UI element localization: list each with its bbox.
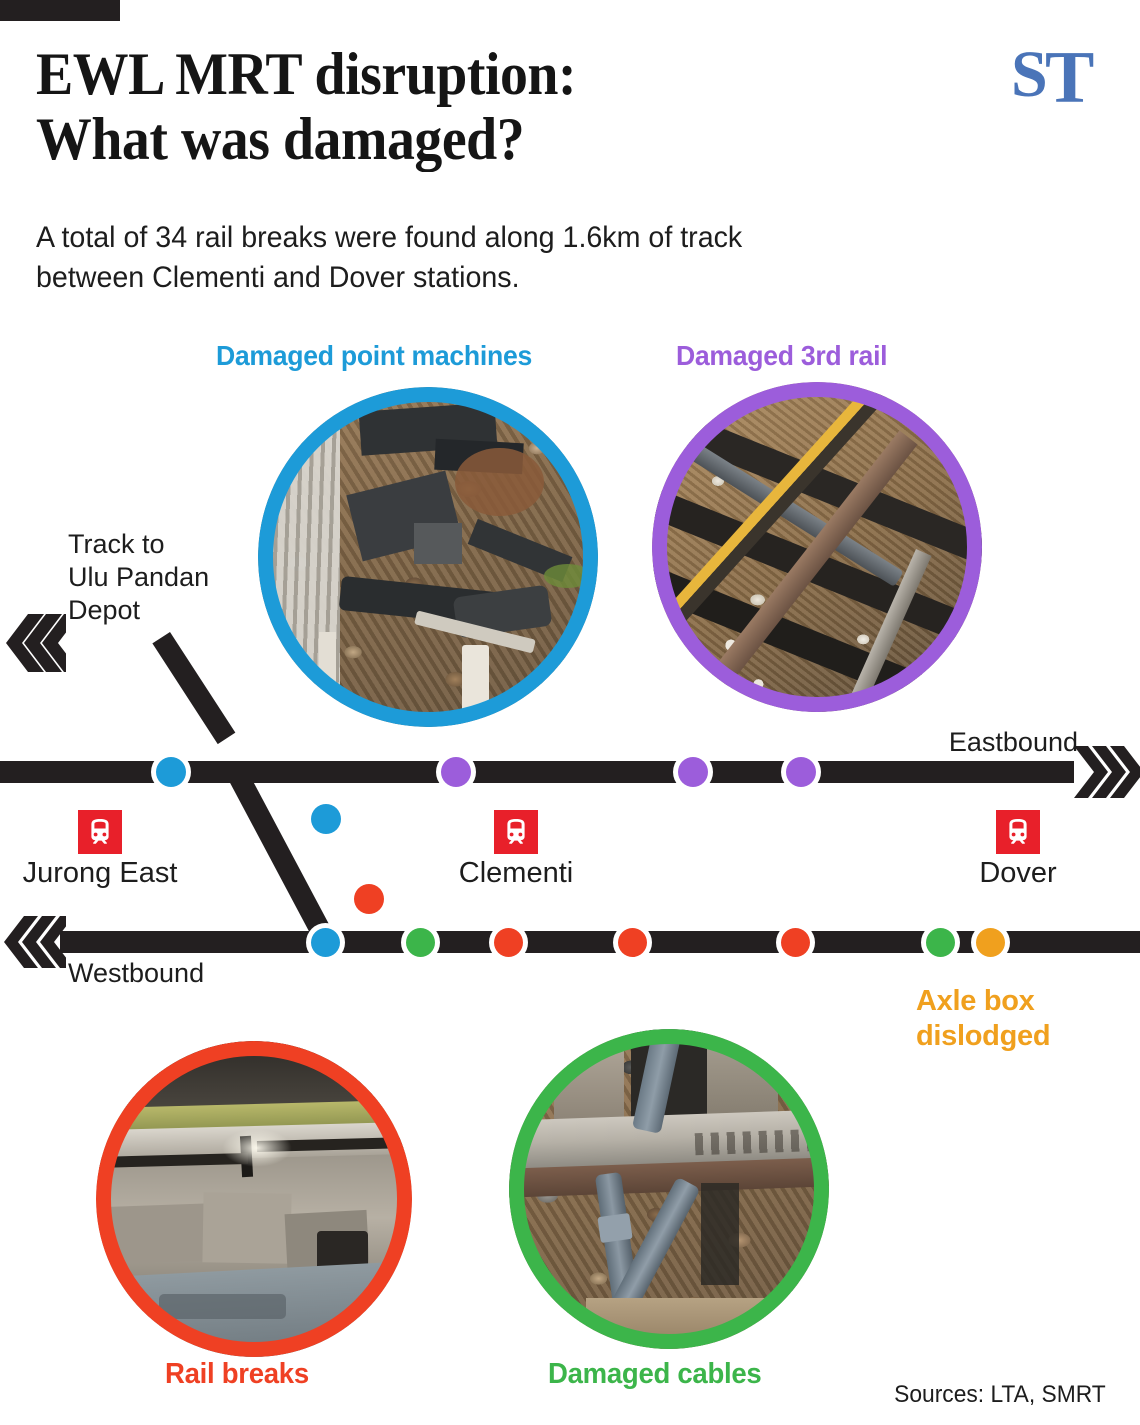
label-track-to-depot: Track to Ulu Pandan Depot bbox=[68, 528, 209, 627]
marker-cable[interactable] bbox=[926, 928, 955, 957]
station-jurong-east[interactable]: Jurong East bbox=[23, 810, 177, 889]
mrt-train-icon bbox=[78, 810, 122, 854]
headline-line-2: What was damaged? bbox=[36, 105, 525, 172]
axle-label-line-2: dislodged bbox=[916, 1019, 1051, 1052]
photo-point-machines-image bbox=[258, 387, 598, 727]
marker-axle-box[interactable] bbox=[976, 928, 1005, 957]
svg-text:S: S bbox=[1012, 38, 1048, 110]
caption-damaged-point-machines: Damaged point machines bbox=[216, 340, 532, 371]
marker-third-rail[interactable] bbox=[441, 757, 471, 787]
marker-rail-break[interactable] bbox=[781, 928, 810, 957]
marker-third-rail[interactable] bbox=[786, 757, 816, 787]
caption-damaged-third-rail: Damaged 3rd rail bbox=[676, 340, 888, 371]
page-title: EWL MRT disruption: What was damaged? bbox=[36, 42, 910, 172]
branch-track-horizontal bbox=[0, 0, 120, 21]
photo-damaged-cables bbox=[509, 1029, 829, 1349]
mrt-train-icon bbox=[996, 810, 1040, 854]
photo-rail-breaks-image bbox=[96, 1041, 412, 1357]
depot-label-line-1: Track to bbox=[68, 529, 165, 559]
depot-direction-arrow-icon bbox=[6, 614, 66, 672]
marker-cable[interactable] bbox=[406, 928, 435, 957]
station-label: Clementi bbox=[458, 857, 574, 889]
branch-track-diagonal-upper bbox=[152, 632, 236, 745]
mrt-train-icon bbox=[494, 810, 538, 854]
marker-rail-break[interactable] bbox=[618, 928, 647, 957]
marker-point-machine[interactable] bbox=[311, 804, 341, 834]
standfirst-line-2: between Clementi and Dover stations. bbox=[36, 261, 520, 295]
depot-label-line-3: Depot bbox=[68, 594, 141, 625]
label-axle-box-dislodged: Axle box dislodged bbox=[916, 984, 1051, 1054]
station-dover[interactable]: Dover bbox=[979, 810, 1057, 889]
photo-damaged-third-rail bbox=[652, 382, 982, 712]
station-clementi[interactable]: Clementi bbox=[459, 810, 573, 889]
station-label: Dover bbox=[979, 857, 1057, 889]
photo-damaged-cables-image bbox=[509, 1029, 829, 1349]
marker-point-machine[interactable] bbox=[156, 757, 186, 787]
photo-third-rail-image bbox=[652, 382, 982, 712]
axle-label-line-1: Axle box bbox=[916, 985, 1035, 1017]
depot-label-line-2: Ulu Pandan bbox=[68, 561, 210, 592]
caption-damaged-cables: Damaged cables bbox=[548, 1358, 762, 1390]
marker-rail-break[interactable] bbox=[354, 884, 384, 914]
marker-rail-break[interactable] bbox=[494, 928, 523, 957]
marker-point-machine[interactable] bbox=[311, 928, 340, 957]
branch-track-diagonal-lower bbox=[228, 770, 330, 935]
st-masthead-logo: S T bbox=[1012, 38, 1094, 110]
eastbound-direction-arrow-icon bbox=[1074, 746, 1140, 798]
photo-rail-breaks bbox=[96, 1041, 412, 1357]
marker-third-rail[interactable] bbox=[678, 757, 708, 787]
westbound-label: Westbound bbox=[68, 958, 205, 988]
caption-rail-breaks: Rail breaks bbox=[165, 1358, 309, 1390]
westbound-direction-arrow-icon bbox=[4, 916, 66, 968]
headline-line-1: EWL MRT disruption: bbox=[36, 41, 577, 107]
standfirst: A total of 34 rail breaks were found alo… bbox=[36, 218, 948, 298]
station-label: Jurong East bbox=[22, 857, 178, 889]
photo-damaged-point-machines bbox=[258, 387, 598, 727]
eastbound-label: Eastbound bbox=[948, 727, 1078, 757]
svg-text:T: T bbox=[1045, 38, 1094, 110]
sources-credit: Sources: LTA, SMRT bbox=[894, 1381, 1106, 1408]
standfirst-line-1: A total of 34 rail breaks were found alo… bbox=[36, 221, 743, 254]
